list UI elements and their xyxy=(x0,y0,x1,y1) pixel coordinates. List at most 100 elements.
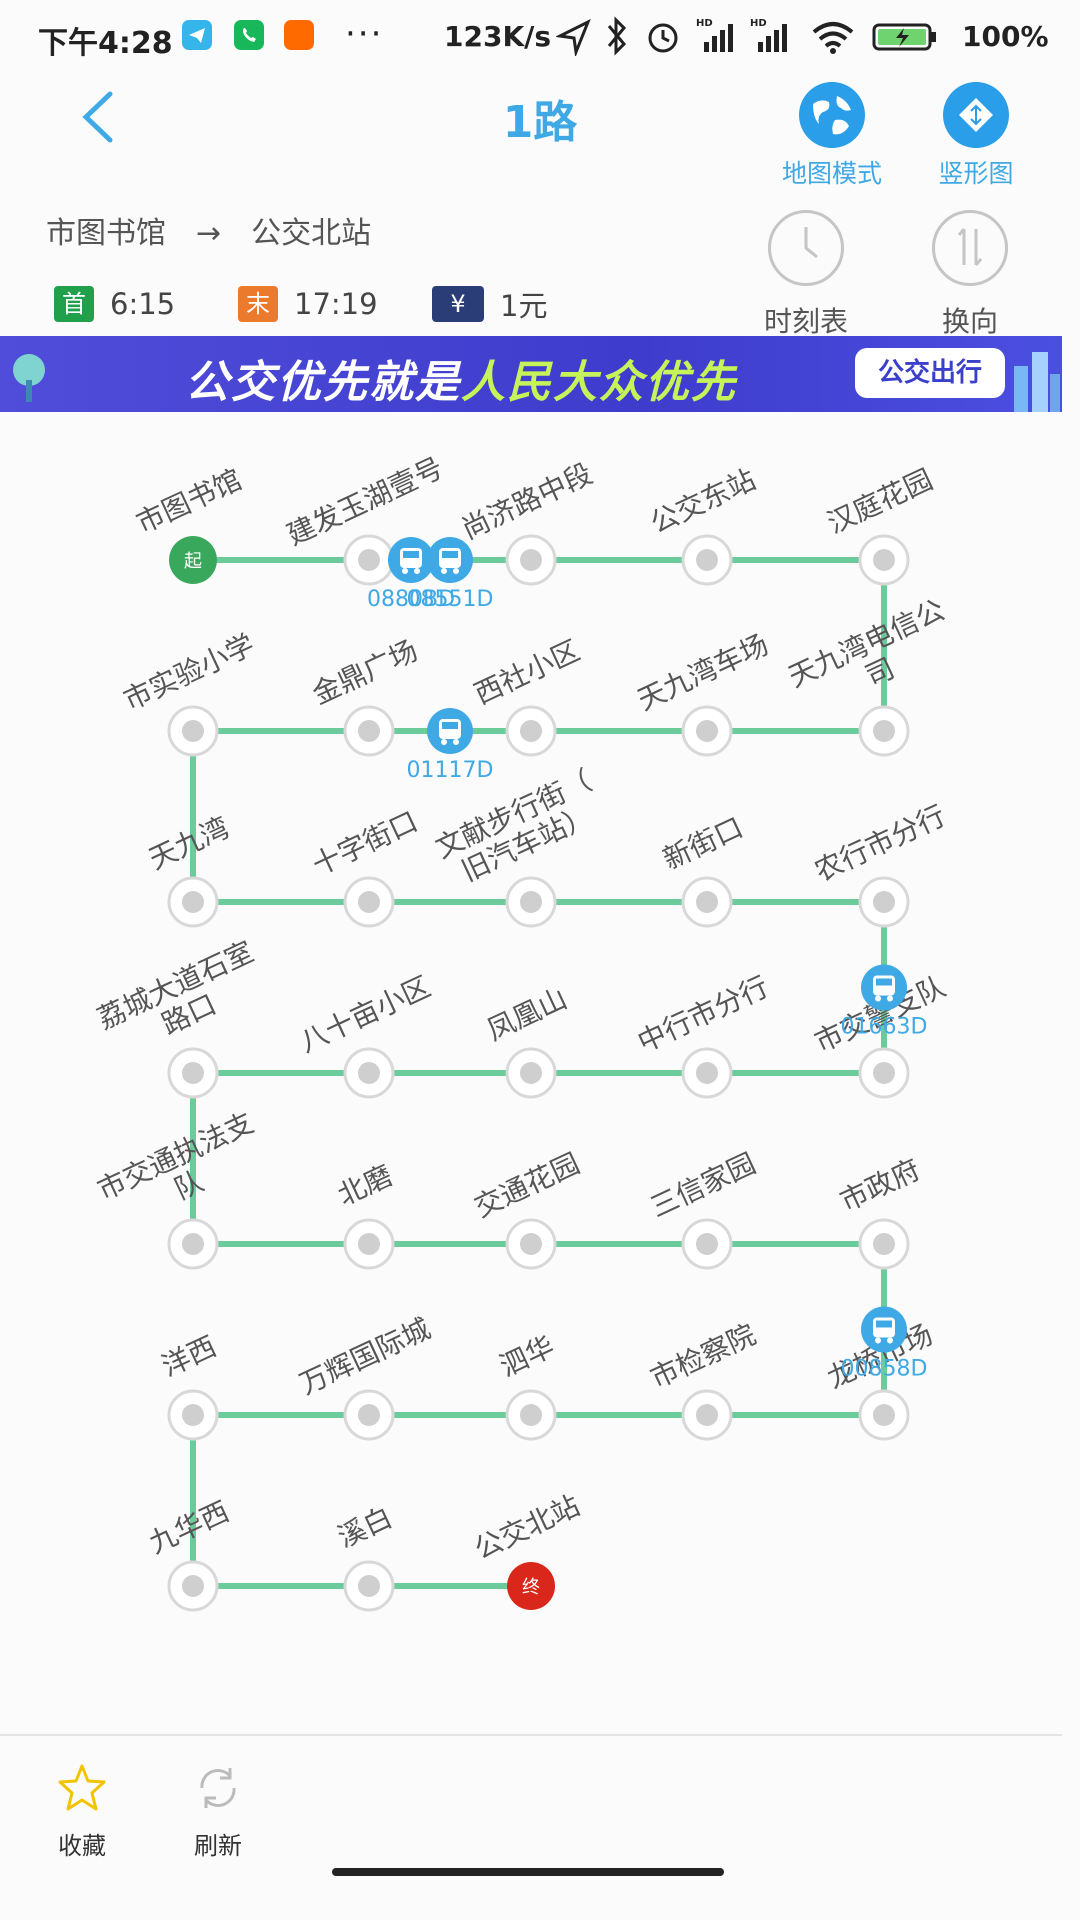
stop-label-line: 西社小区 xyxy=(469,634,584,711)
stop-label: 农行市分行 xyxy=(810,799,951,888)
stop-label: 汉庭花园 xyxy=(822,463,937,540)
favorite-label: 收藏 xyxy=(58,1832,106,1860)
vertical-diagram-icon xyxy=(943,82,1009,148)
bus-icon-wheel xyxy=(441,739,447,745)
stop-label-line: 八十亩小区 xyxy=(295,970,436,1059)
stop-label-group: 溪白 xyxy=(333,1501,398,1555)
bus-label: 00858D xyxy=(841,1357,928,1382)
start-badge: 起 xyxy=(184,551,202,572)
refresh-button[interactable]: 刷新 xyxy=(168,1762,268,1861)
favorite-button[interactable]: 收藏 xyxy=(32,1762,132,1861)
bus-icon-wheel xyxy=(875,1337,881,1344)
bluetooth-icon xyxy=(607,16,627,56)
fare-value: 1元 xyxy=(500,289,548,323)
stop-label-group: 天九湾 xyxy=(144,811,234,876)
network-speed: 123K/s xyxy=(444,20,552,53)
bus-label: 0880BD xyxy=(367,587,455,612)
bus-marker: 0880BD xyxy=(367,537,455,612)
stop-label: 溪白 xyxy=(333,1501,398,1555)
alarm-icon xyxy=(648,23,678,53)
stop-label-line: 中行市分行 xyxy=(633,970,774,1059)
bus-icon-wheel xyxy=(453,568,459,574)
chevron-left-icon xyxy=(82,91,113,143)
back-button[interactable] xyxy=(70,82,130,152)
svg-text:HD: HD xyxy=(696,18,713,29)
stop-label: 市图书馆 xyxy=(131,463,246,540)
bus-marker: 00858D xyxy=(841,1306,928,1382)
start-stop-marker xyxy=(169,536,217,584)
stop-label: 公交东站 xyxy=(645,463,760,540)
last-bus-time: 17:19 xyxy=(294,287,378,321)
stop-marker-dot xyxy=(696,1062,718,1084)
stop-label: 三信家园 xyxy=(645,1147,760,1224)
bus-icon-window xyxy=(403,551,419,558)
route-from: 市图书馆 xyxy=(46,216,166,251)
stop-marker-dot xyxy=(358,1575,380,1597)
stop-label-group: 市交通执法支队 xyxy=(92,1106,258,1207)
globe-icon xyxy=(799,82,865,148)
first-bus-tag: 首 xyxy=(54,286,94,322)
stop-marker-dot xyxy=(873,720,895,742)
vertical-view-button[interactable]: 竖形图 xyxy=(906,82,1046,190)
stop-label-group: 天九湾车场 xyxy=(633,628,774,717)
route-map: 起终市图书馆建发玉湖壹号尚济路中段公交东站汉庭花园天九湾电信公司天九湾车场西社小… xyxy=(92,451,963,1612)
stop-label-line: 交通花园 xyxy=(469,1147,584,1224)
home-indicator[interactable] xyxy=(332,1868,724,1876)
first-bus-info: 首 6:15 xyxy=(54,284,175,324)
stop-label: 市实验小学 xyxy=(119,628,260,717)
stop-label-line: 市检察院 xyxy=(645,1318,760,1395)
stop-label-group: 汉庭花园 xyxy=(822,463,937,540)
stop-label-line: 汉庭花园 xyxy=(822,463,937,540)
more-notifications-icon: ··· xyxy=(345,14,384,54)
map-mode-button[interactable]: 地图模式 xyxy=(762,82,902,190)
stop-label-group: 农行市分行 xyxy=(810,799,951,888)
stop-label: 西社小区 xyxy=(469,634,584,711)
reverse-direction-button[interactable]: 换向 xyxy=(910,210,1030,340)
stop-label: 荔城大道石室路口 xyxy=(92,935,272,1065)
reverse-label: 换向 xyxy=(941,305,998,338)
tree-icon xyxy=(13,354,45,402)
stop-label-group: 公交北站 xyxy=(469,1489,584,1566)
bus-label: 01117D xyxy=(407,758,494,783)
stop-label: 天九湾电信公司 xyxy=(783,593,963,723)
bottom-divider xyxy=(0,1734,1062,1736)
stop-marker-dot xyxy=(358,1404,380,1426)
stop-label-group: 十字街口 xyxy=(307,805,422,882)
stop-marker-dot xyxy=(520,1404,542,1426)
stop-label-line: 九华西 xyxy=(144,1495,234,1560)
stop-marker-dot xyxy=(358,1062,380,1084)
stop-label-group: 中行市分行 xyxy=(633,970,774,1059)
stop-label: 中行市分行 xyxy=(633,970,774,1059)
stop-label: 泗华 xyxy=(495,1330,560,1384)
buildings-icon xyxy=(1014,352,1060,412)
stop-label: 八十亩小区 xyxy=(295,970,436,1059)
stop-label-group: 新街口 xyxy=(658,811,748,876)
bus-icon-window xyxy=(876,1320,892,1328)
bus-marker: 01117D xyxy=(407,708,494,783)
banner-slogan-part2: 人民大众优先 xyxy=(461,357,737,408)
banner-badge: 公交出行 xyxy=(855,348,1005,398)
end-badge: 终 xyxy=(522,1577,540,1598)
timetable-button[interactable]: 时刻表 xyxy=(746,210,866,340)
location-icon xyxy=(556,18,591,56)
stop-label: 尚济路中段 xyxy=(457,457,598,546)
stop-marker-dot xyxy=(182,891,204,913)
promo-banner[interactable]: 公交优先就是人民大众优先 公交出行 xyxy=(0,336,1062,412)
end-stop-marker xyxy=(507,1562,555,1610)
bus-icon-wheel xyxy=(887,995,893,1002)
stop-marker-dot xyxy=(696,720,718,742)
vertical-view-label: 竖形图 xyxy=(938,159,1014,188)
stop-label-line: 洋西 xyxy=(157,1330,222,1384)
stop-label-line: 凤凰山 xyxy=(482,982,572,1047)
clock-icon xyxy=(768,210,844,286)
stop-marker-dot xyxy=(182,1575,204,1597)
stop-label-group: 九华西 xyxy=(144,1495,234,1560)
stop-label-line: 北磨 xyxy=(333,1159,398,1213)
stop-marker-dot xyxy=(520,891,542,913)
stop-label-group: 洋西 xyxy=(157,1330,222,1384)
stop-label-group: 西社小区 xyxy=(469,634,584,711)
stop-label: 金鼎广场 xyxy=(307,634,422,711)
stop-marker-dot xyxy=(358,891,380,913)
stop-marker-dot xyxy=(520,1233,542,1255)
bus-icon-window xyxy=(442,551,458,558)
